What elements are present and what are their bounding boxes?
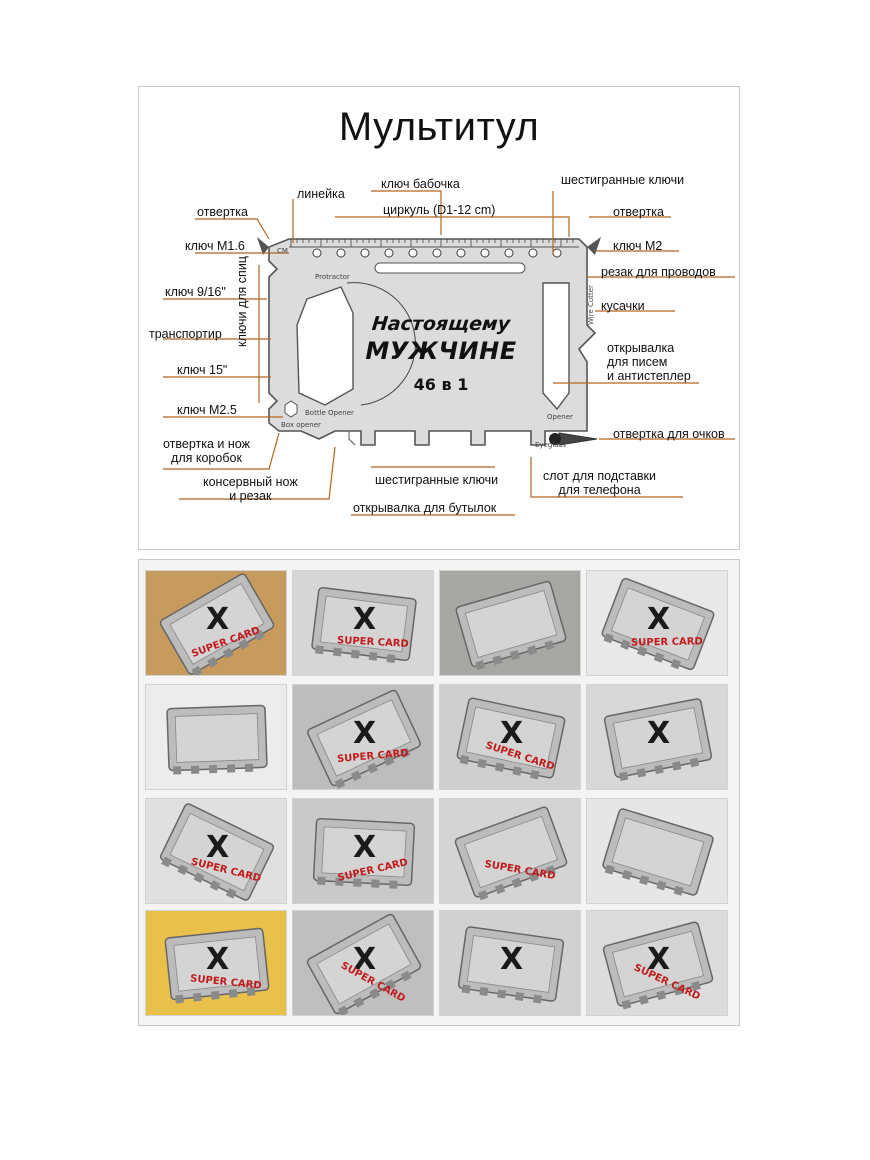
x-logo-icon: X bbox=[353, 942, 377, 977]
label-kusachki: кусачки bbox=[601, 299, 645, 313]
engraved-protractor: Protractor bbox=[315, 273, 350, 281]
card-photo-shape bbox=[159, 573, 275, 675]
photo-bike-frame: SUPER CARD bbox=[439, 798, 581, 904]
photo-wire-cutter: X bbox=[439, 910, 581, 1016]
x-logo-icon: X bbox=[500, 942, 524, 977]
label-otvertka-left: отвертка bbox=[197, 205, 248, 219]
x-logo-icon: X bbox=[353, 602, 377, 637]
label-klyuchi-dlya-spits: ключи для спиц bbox=[235, 256, 249, 347]
card-photo-shape bbox=[311, 586, 417, 664]
label-kluch-babochka: ключ бабочка bbox=[381, 177, 460, 191]
card-photo-shape bbox=[455, 580, 567, 671]
photo-phone-stand bbox=[145, 684, 287, 790]
page-title: Мультитул bbox=[338, 105, 540, 149]
label-otvertka-ochkov: отвертка для очков bbox=[613, 427, 725, 441]
multitool-card bbox=[268, 238, 597, 446]
x-logo-icon: X bbox=[647, 716, 671, 751]
card-text-line3: 46 в 1 bbox=[413, 375, 469, 394]
card-text-line1: Настоящему bbox=[370, 313, 512, 335]
engraved-eyeglass: Eyeglass bbox=[535, 441, 566, 449]
photo-card-bicycle bbox=[439, 570, 581, 676]
x-logo-icon: X bbox=[353, 716, 377, 751]
x-logo-icon: X bbox=[206, 602, 230, 637]
photo-earphones bbox=[586, 798, 728, 904]
card-photo-shape bbox=[601, 577, 715, 671]
card-photo-shape bbox=[456, 697, 566, 780]
x-logo-icon: X bbox=[206, 942, 230, 977]
leader-lines bbox=[163, 190, 735, 516]
label-transportir: транспортир bbox=[149, 327, 222, 341]
label-tsirkul: циркуль (D1-12 cm) bbox=[383, 203, 496, 217]
card-photo-shape bbox=[457, 926, 565, 1004]
diagram-panel: Мультитул bbox=[138, 86, 740, 550]
label-lineyka: линейка bbox=[297, 187, 345, 201]
label-shestigran-top: шестигранные ключи bbox=[561, 173, 685, 187]
card-text-line2: МУЖЧИНЕ bbox=[365, 337, 517, 365]
x-logo-icon: X bbox=[353, 830, 377, 865]
x-logo-icon: X bbox=[647, 942, 671, 977]
brand-label: SUPER CARD bbox=[630, 636, 703, 649]
label-otkryvalka-butylok: открывалка для бутылок bbox=[353, 501, 497, 515]
card-photo-shape bbox=[306, 913, 422, 1015]
label-otvertka-right: отвертка bbox=[613, 205, 664, 219]
card-photo-shape bbox=[307, 689, 421, 789]
card-photo-shape bbox=[312, 817, 416, 889]
card-photo-shape bbox=[602, 921, 714, 1010]
card-photo-shape bbox=[164, 927, 270, 1004]
card-photo-shape bbox=[602, 808, 714, 896]
engraved-opener: Opener bbox=[547, 413, 573, 421]
label-kluch-m16: ключ М1.6 bbox=[185, 239, 245, 253]
label-konservny: консервный нож и резак bbox=[203, 475, 298, 503]
card-photo-shape bbox=[454, 806, 568, 901]
x-logo-icon: X bbox=[206, 830, 230, 865]
label-rezak: резак для проводов bbox=[601, 265, 716, 279]
label-otkryvalka-pisem: открывалка для писем и антистеплер bbox=[607, 341, 691, 383]
label-kluch-916: ключ 9/16" bbox=[165, 285, 226, 299]
label-kluch-m2: ключ М2 bbox=[613, 239, 663, 253]
engraved-box-opener: Box opener bbox=[281, 421, 321, 429]
label-shestigran-bottom: шестигранные ключи bbox=[375, 473, 499, 487]
engraved-bottle-opener: Bottle Opener bbox=[305, 409, 354, 417]
x-logo-icon: X bbox=[647, 602, 671, 637]
card-photo-shape bbox=[603, 698, 713, 781]
label-kluch-15: ключ 15" bbox=[177, 363, 228, 377]
engraved-cm: CM bbox=[277, 247, 288, 255]
card-photo-shape bbox=[159, 803, 275, 901]
label-otvertka-nozh: отвертка и нож для коробок bbox=[163, 437, 250, 465]
engraved-wire-cutter: Wire Cutter bbox=[586, 285, 595, 325]
card-photo-shape bbox=[166, 704, 268, 775]
label-slot: слот для подставки для телефона bbox=[543, 469, 657, 497]
x-logo-icon: X bbox=[500, 716, 524, 751]
photo-card-red-knife: X bbox=[586, 684, 728, 790]
label-kluch-m25: ключ М2.5 bbox=[177, 403, 237, 417]
multitool-diagram bbox=[163, 190, 735, 516]
